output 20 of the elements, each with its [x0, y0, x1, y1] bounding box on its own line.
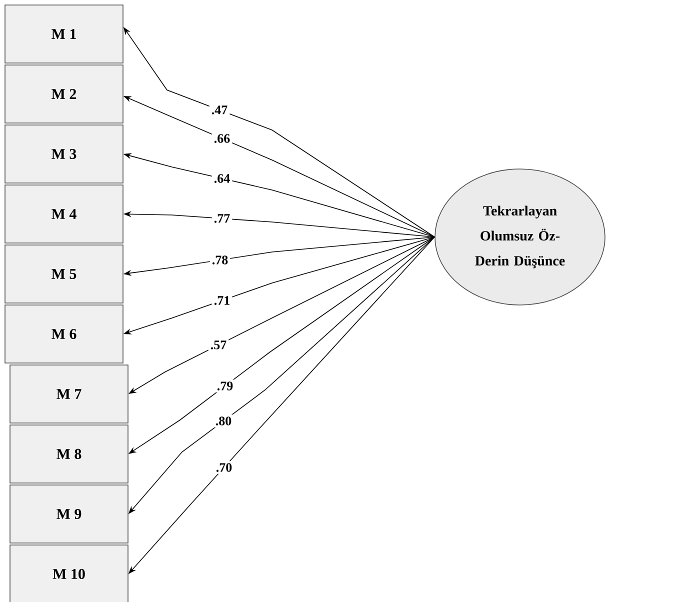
- indicator-box: M 6: [4, 304, 124, 364]
- indicator-box: M 2: [4, 64, 124, 124]
- indicator-box: M 3: [4, 124, 124, 184]
- edge-label: .71: [212, 294, 232, 307]
- indicator-box: M 4: [4, 184, 124, 244]
- edge-label: .64: [212, 172, 232, 185]
- edge-label: .80: [213, 414, 234, 428]
- indicator-box: M 1: [4, 4, 124, 64]
- edge-label: .79: [214, 380, 236, 392]
- edge-label: .66: [212, 132, 232, 145]
- edge-label: .57: [208, 338, 229, 352]
- indicator-box: M 8: [10, 424, 128, 484]
- edge-label: .77: [212, 212, 232, 225]
- indicator-box: M 5: [4, 244, 124, 304]
- indicator-box: M 9: [10, 484, 128, 544]
- edge-label: .78: [210, 254, 230, 266]
- indicator-box: M 10: [10, 544, 128, 602]
- edge-label: .47: [209, 104, 230, 116]
- edge-label: .70: [214, 461, 234, 474]
- indicator-box: M 7: [10, 364, 128, 424]
